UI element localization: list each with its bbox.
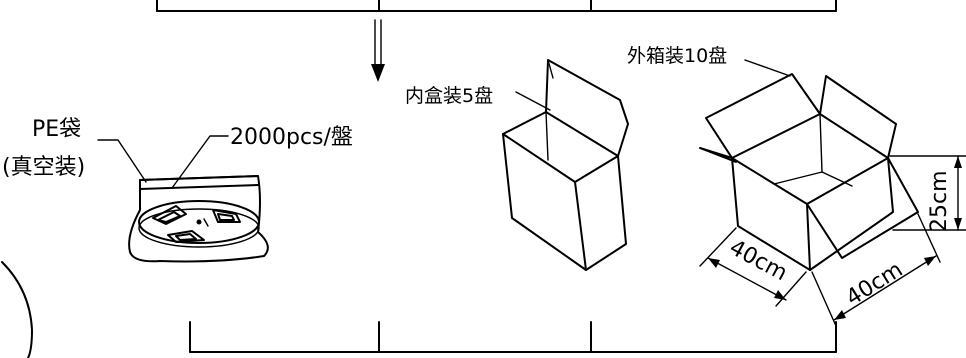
left-arc bbox=[1, 261, 33, 358]
width-dimension-label: 40cm bbox=[842, 257, 907, 311]
width-dimension bbox=[811, 213, 941, 327]
outer-box-leader bbox=[744, 59, 791, 77]
top-bracket bbox=[156, 0, 837, 12]
inner-box-icon bbox=[502, 59, 629, 271]
per-reel-leader bbox=[171, 135, 229, 189]
pe-bag-leader bbox=[97, 139, 147, 183]
outer-carton-icon bbox=[699, 73, 919, 271]
length-dimension-label: 40cm bbox=[725, 235, 791, 286]
down-arrow-icon bbox=[371, 19, 385, 82]
bottom-bracket bbox=[189, 321, 837, 353]
length-dimension bbox=[699, 227, 807, 307]
pe-bag-icon bbox=[128, 175, 269, 263]
outer-box-label: 外箱装10盘 bbox=[627, 45, 727, 67]
vacuum-label: (真空装) bbox=[2, 155, 85, 180]
pe-bag-label: PE袋 bbox=[32, 117, 81, 142]
height-dimension-label: 25cm bbox=[927, 170, 952, 232]
inner-box-leader bbox=[515, 91, 551, 111]
height-dimension bbox=[889, 155, 966, 231]
inner-box-label: 内盒装5盘 bbox=[405, 85, 493, 107]
per-reel-label: 2000pcs/盤 bbox=[230, 125, 353, 150]
